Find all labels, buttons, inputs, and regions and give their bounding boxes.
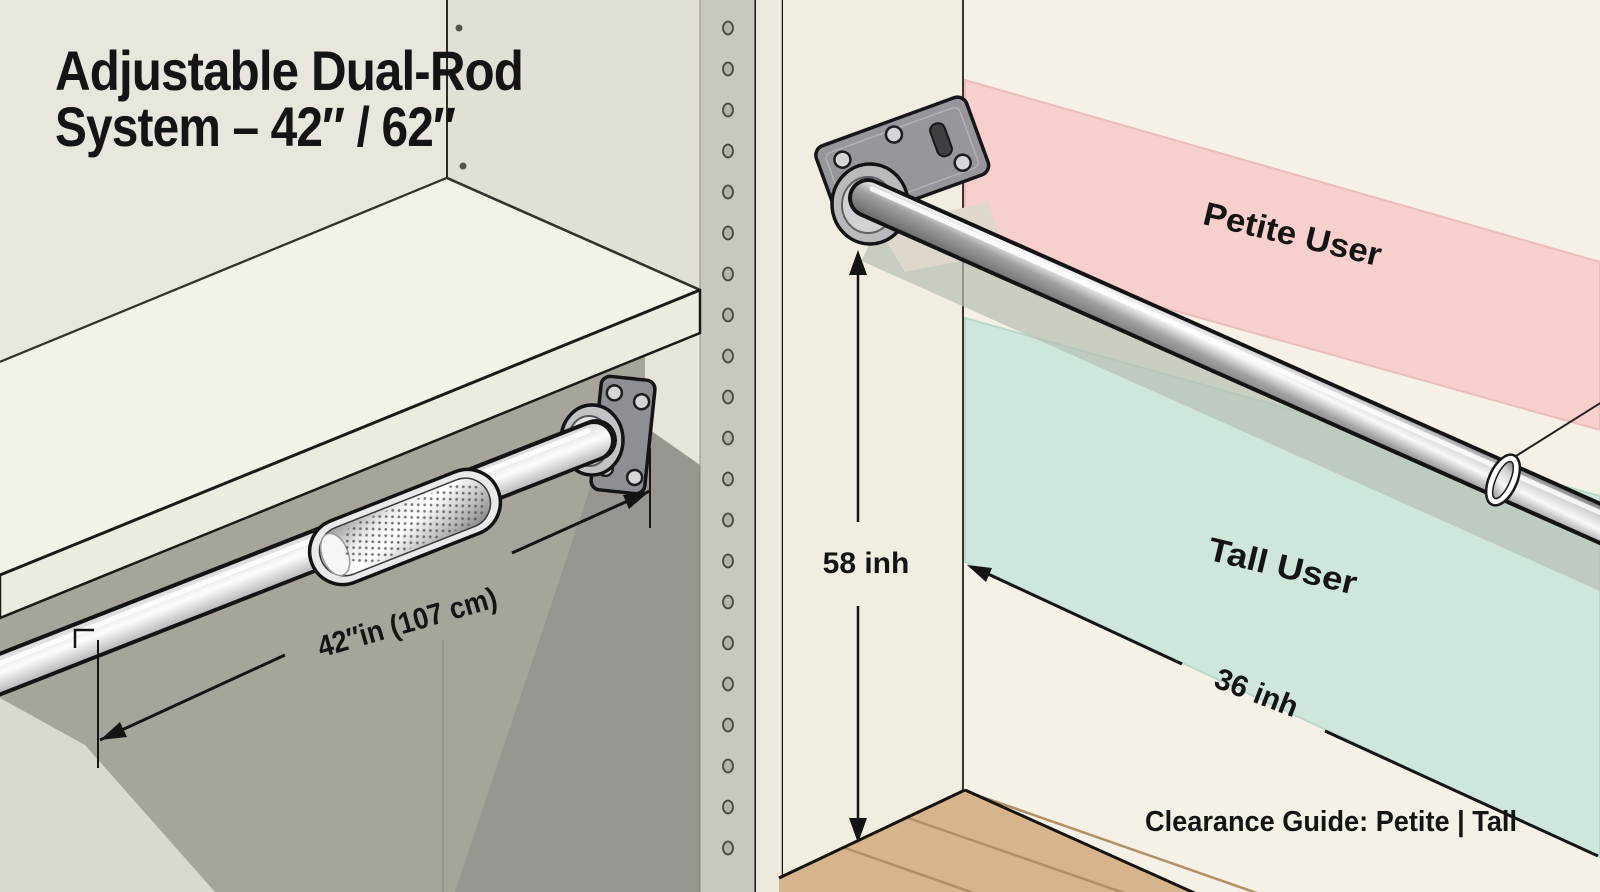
lower-wall-light-patch <box>0 698 215 892</box>
title-wall <box>0 0 447 362</box>
shelf-pin-hole <box>722 512 734 528</box>
shelf-pin-hole <box>722 389 734 405</box>
left-scene-closet-interior: 42″in (107 cm) Adjustable Dual-Rod Syste… <box>0 0 758 892</box>
shelf-pin-hole <box>722 717 734 733</box>
shelf-pin-hole <box>722 799 734 815</box>
floor-left-edge <box>778 788 966 880</box>
petite-clearance-band <box>964 78 1600 432</box>
page-title: Adjustable Dual-Rod System – 42″ / 62″ <box>55 39 524 158</box>
title-line-2: System – 42″ / 62″ <box>55 95 455 158</box>
rod-coupling-ring <box>1484 453 1522 507</box>
shelf-pin-hole <box>722 143 734 159</box>
arrowhead-right-icon <box>623 491 650 509</box>
arrowhead-left-icon <box>100 722 127 740</box>
wood-floor <box>778 788 1600 892</box>
shelf-pin-hole <box>722 471 734 487</box>
shelf <box>0 176 702 620</box>
shelf-pin-hole <box>722 20 734 36</box>
clearance-note: Clearance Guide: Petite | Tall <box>1145 806 1517 838</box>
screw-icon <box>632 393 651 411</box>
right-scene-clearance-guide: Petite User Tall User <box>756 0 1600 892</box>
shelf-right-back-edge <box>446 176 701 292</box>
rod-shadow-band <box>861 219 1600 592</box>
rod-height-dimension <box>849 250 867 843</box>
side-wall-upper <box>447 0 700 290</box>
screw-icon <box>884 125 904 144</box>
shelf-pin-hole <box>722 676 734 692</box>
arrowhead-up-icon <box>849 250 867 275</box>
dimension-tick <box>73 628 94 648</box>
pin-dot <box>459 162 467 170</box>
shelf-pin-hole <box>722 348 734 364</box>
right-frame-strip <box>756 0 783 892</box>
shelf-pin-hole <box>722 184 734 200</box>
shelf-pin-hole <box>722 266 734 282</box>
shelf-pin-hole <box>722 307 734 323</box>
shelf-pin-hole <box>722 635 734 651</box>
shelf-pin-holes <box>722 20 734 856</box>
shelf-back-edge <box>0 177 448 363</box>
upper-rod-height-label: 58 inh <box>823 547 910 580</box>
shelf-top-face <box>0 178 700 575</box>
screw-icon <box>605 384 624 402</box>
lower-clearance-dimension <box>967 565 1599 858</box>
plank-line <box>967 790 1258 892</box>
adjustment-grip-sleeve <box>307 467 503 587</box>
title-line-1: Adjustable Dual-Rod <box>55 39 523 102</box>
coupling-leader-line <box>1515 402 1600 457</box>
pegboard-strip <box>700 0 756 892</box>
arrowhead-down-icon <box>849 818 867 843</box>
shelf-pin-hole <box>722 840 734 856</box>
pin-dot <box>455 24 463 32</box>
shelf-pin-hole <box>722 61 734 77</box>
shelf-front-edge <box>0 288 701 577</box>
arrowhead-left-icon <box>967 565 992 582</box>
shelf-pin-hole <box>722 594 734 610</box>
shelf-pin-hole <box>722 758 734 774</box>
plank-line <box>907 816 1126 892</box>
screw-icon <box>833 150 852 169</box>
screw-icon <box>953 153 972 172</box>
rod-length-dimension <box>73 448 651 768</box>
floor-right-edge <box>964 788 1196 892</box>
keyhole-slot-icon <box>929 122 953 158</box>
dimension-line <box>99 653 286 742</box>
dimension-line <box>1324 729 1599 858</box>
screw-icon <box>625 468 644 487</box>
shelf-pin-hole <box>722 102 734 118</box>
shelf-pin-hole <box>722 553 734 569</box>
shelf-pin-hole <box>722 225 734 241</box>
floor-surface <box>779 790 1600 892</box>
shelf-pin-hole <box>722 430 734 446</box>
flange-cast-shadow <box>455 430 700 892</box>
dimension-line <box>974 566 1183 666</box>
